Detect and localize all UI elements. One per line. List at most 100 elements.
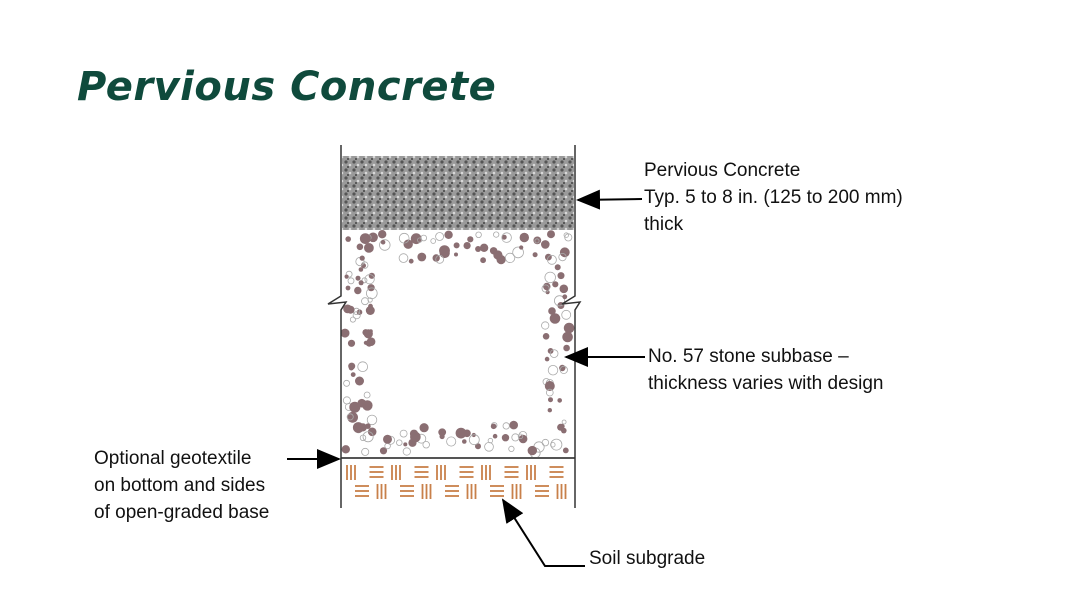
stone <box>359 233 371 245</box>
stone <box>347 339 356 347</box>
stone <box>541 240 550 249</box>
stone <box>544 271 556 284</box>
concrete-label-line: thick <box>644 214 684 235</box>
stone <box>547 408 552 413</box>
stone <box>508 445 515 452</box>
stone <box>545 290 550 295</box>
stone <box>363 391 371 399</box>
stone <box>398 253 409 263</box>
stone <box>559 365 568 374</box>
stone <box>364 274 375 285</box>
stone <box>355 376 364 386</box>
stone <box>542 333 550 340</box>
stone <box>349 401 361 413</box>
stone <box>435 232 445 241</box>
stone <box>417 252 427 262</box>
stone <box>509 420 518 430</box>
stone <box>561 309 572 320</box>
stone <box>557 272 565 280</box>
stone <box>557 423 565 431</box>
stone <box>346 413 354 421</box>
stone <box>408 258 414 264</box>
geotextile-label: Optional geotextile on bottom and sides … <box>94 445 269 526</box>
stone <box>519 232 529 243</box>
stone <box>563 322 575 334</box>
stone <box>548 307 556 315</box>
soil-label: Soil subgrade <box>589 545 705 572</box>
stone <box>403 442 408 447</box>
stone <box>490 423 497 430</box>
concrete-label: Pervious Concrete Typ. 5 to 8 in. (125 t… <box>644 157 903 238</box>
stone <box>564 233 573 242</box>
stone <box>439 247 450 259</box>
stone <box>548 397 553 403</box>
stone <box>562 294 568 300</box>
stone <box>479 243 489 252</box>
pervious-concrete-layer <box>342 156 574 230</box>
stone <box>554 264 561 271</box>
stone <box>420 234 428 242</box>
stone <box>475 443 481 450</box>
stone <box>557 398 562 403</box>
stone <box>383 434 392 444</box>
stone <box>554 295 566 307</box>
stone <box>563 232 569 238</box>
stone <box>365 306 375 315</box>
stone <box>512 246 524 259</box>
stone <box>345 236 352 242</box>
stone <box>453 242 460 249</box>
stone <box>340 328 350 338</box>
stone <box>484 441 494 452</box>
stone <box>438 428 447 437</box>
stone <box>365 423 371 430</box>
stone <box>399 429 408 438</box>
stone <box>563 344 570 352</box>
stone <box>541 321 550 330</box>
stone <box>396 439 403 446</box>
stone <box>364 243 374 253</box>
stone <box>354 286 362 295</box>
slide-title: Pervious Concrete <box>77 64 497 110</box>
stone <box>368 232 378 243</box>
stone <box>491 248 496 253</box>
stone <box>480 257 486 264</box>
stone <box>504 252 516 263</box>
stone <box>379 239 391 251</box>
stone <box>455 427 467 439</box>
stone <box>435 254 445 264</box>
stone-label: No. 57 stone subbase – thickness varies … <box>648 343 884 397</box>
stone <box>403 239 413 249</box>
geotextile-label-line: Optional geotextile <box>94 448 252 469</box>
stone <box>501 232 512 243</box>
stone <box>496 255 506 265</box>
stone <box>493 231 500 238</box>
stone <box>366 414 378 426</box>
stone <box>414 432 420 439</box>
stone <box>544 356 550 362</box>
stone <box>355 275 361 281</box>
stone <box>511 433 520 442</box>
stone <box>344 274 349 279</box>
stone <box>430 238 437 244</box>
stone <box>343 379 351 387</box>
stone <box>549 384 554 389</box>
stone <box>446 436 457 447</box>
stone <box>352 422 364 433</box>
stone <box>356 243 364 251</box>
stone <box>502 422 510 430</box>
stone <box>345 285 351 291</box>
stone <box>361 277 368 284</box>
stone <box>518 434 528 444</box>
soil-arrow <box>501 498 585 567</box>
stone <box>501 234 507 240</box>
stone <box>517 433 524 439</box>
stone <box>492 433 498 439</box>
stone <box>419 423 429 433</box>
stone <box>463 242 471 250</box>
stone <box>348 365 354 371</box>
stone <box>541 284 550 293</box>
stone <box>347 411 358 423</box>
stone <box>379 447 388 455</box>
stone <box>362 431 374 443</box>
